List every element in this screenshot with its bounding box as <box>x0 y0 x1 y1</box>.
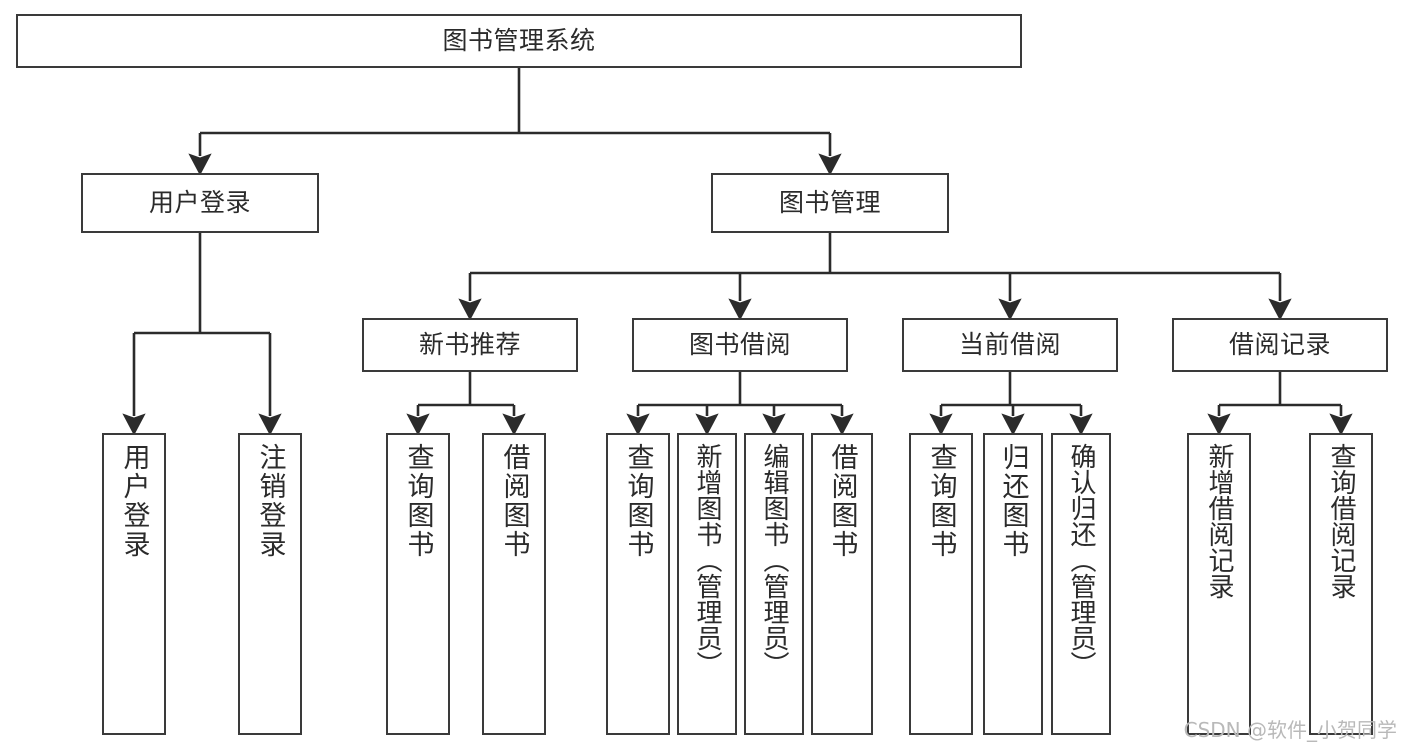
leaf-query-book-recommend[interactable]: 查询图书 <box>386 433 450 735</box>
node-label: 确认归还（管理员） <box>1066 443 1096 677</box>
node-label: 新增图书（管理员） <box>692 443 722 677</box>
node-book-management[interactable]: 图书管理 <box>711 173 949 233</box>
leaf-borrow-book-recommend[interactable]: 借阅图书 <box>482 433 546 735</box>
node-label: 图书借阅 <box>688 330 791 360</box>
leaf-logout[interactable]: 注销登录 <box>238 433 302 735</box>
node-user-login[interactable]: 用户登录 <box>81 173 319 233</box>
node-label: 注销登录 <box>254 443 286 559</box>
leaf-confirm-return-admin[interactable]: 确认归还（管理员） <box>1051 433 1111 735</box>
leaf-query-book-borrow[interactable]: 查询图书 <box>606 433 670 735</box>
node-label: 借阅图书 <box>826 443 858 559</box>
node-label: 查询图书 <box>402 443 434 559</box>
leaf-add-borrow-record[interactable]: 新增借阅记录 <box>1187 433 1251 735</box>
node-label: 新增借阅记录 <box>1204 443 1234 599</box>
node-label: 借阅图书 <box>498 443 530 559</box>
node-label: 图书管理 <box>778 188 881 218</box>
leaf-edit-book-admin[interactable]: 编辑图书（管理员） <box>744 433 804 735</box>
node-label: 当前借阅 <box>958 330 1061 360</box>
node-borrow-record[interactable]: 借阅记录 <box>1172 318 1388 372</box>
node-root-system[interactable]: 图书管理系统 <box>16 14 1022 68</box>
leaf-return-book[interactable]: 归还图书 <box>983 433 1043 735</box>
leaf-borrow-book[interactable]: 借阅图书 <box>811 433 873 735</box>
node-label: 编辑图书（管理员） <box>759 443 789 677</box>
node-label: 查询图书 <box>622 443 654 559</box>
node-label: 图书管理系统 <box>442 26 596 56</box>
leaf-query-book-current[interactable]: 查询图书 <box>909 433 973 735</box>
node-label: 新书推荐 <box>418 330 521 360</box>
node-new-book-recommend[interactable]: 新书推荐 <box>362 318 578 372</box>
leaf-query-borrow-record[interactable]: 查询借阅记录 <box>1309 433 1373 735</box>
node-label: 查询图书 <box>925 443 957 559</box>
node-label: 查询借阅记录 <box>1326 443 1356 599</box>
node-label: 借阅记录 <box>1228 330 1331 360</box>
node-current-borrow[interactable]: 当前借阅 <box>902 318 1118 372</box>
node-book-borrow[interactable]: 图书借阅 <box>632 318 848 372</box>
csdn-watermark: CSDN @软件_小贺同学 <box>1183 718 1397 742</box>
node-label: 归还图书 <box>997 443 1029 559</box>
leaf-user-login[interactable]: 用户登录 <box>102 433 166 735</box>
node-label: 用户登录 <box>118 443 150 559</box>
node-label: 用户登录 <box>148 188 251 218</box>
leaf-add-book-admin[interactable]: 新增图书（管理员） <box>677 433 737 735</box>
